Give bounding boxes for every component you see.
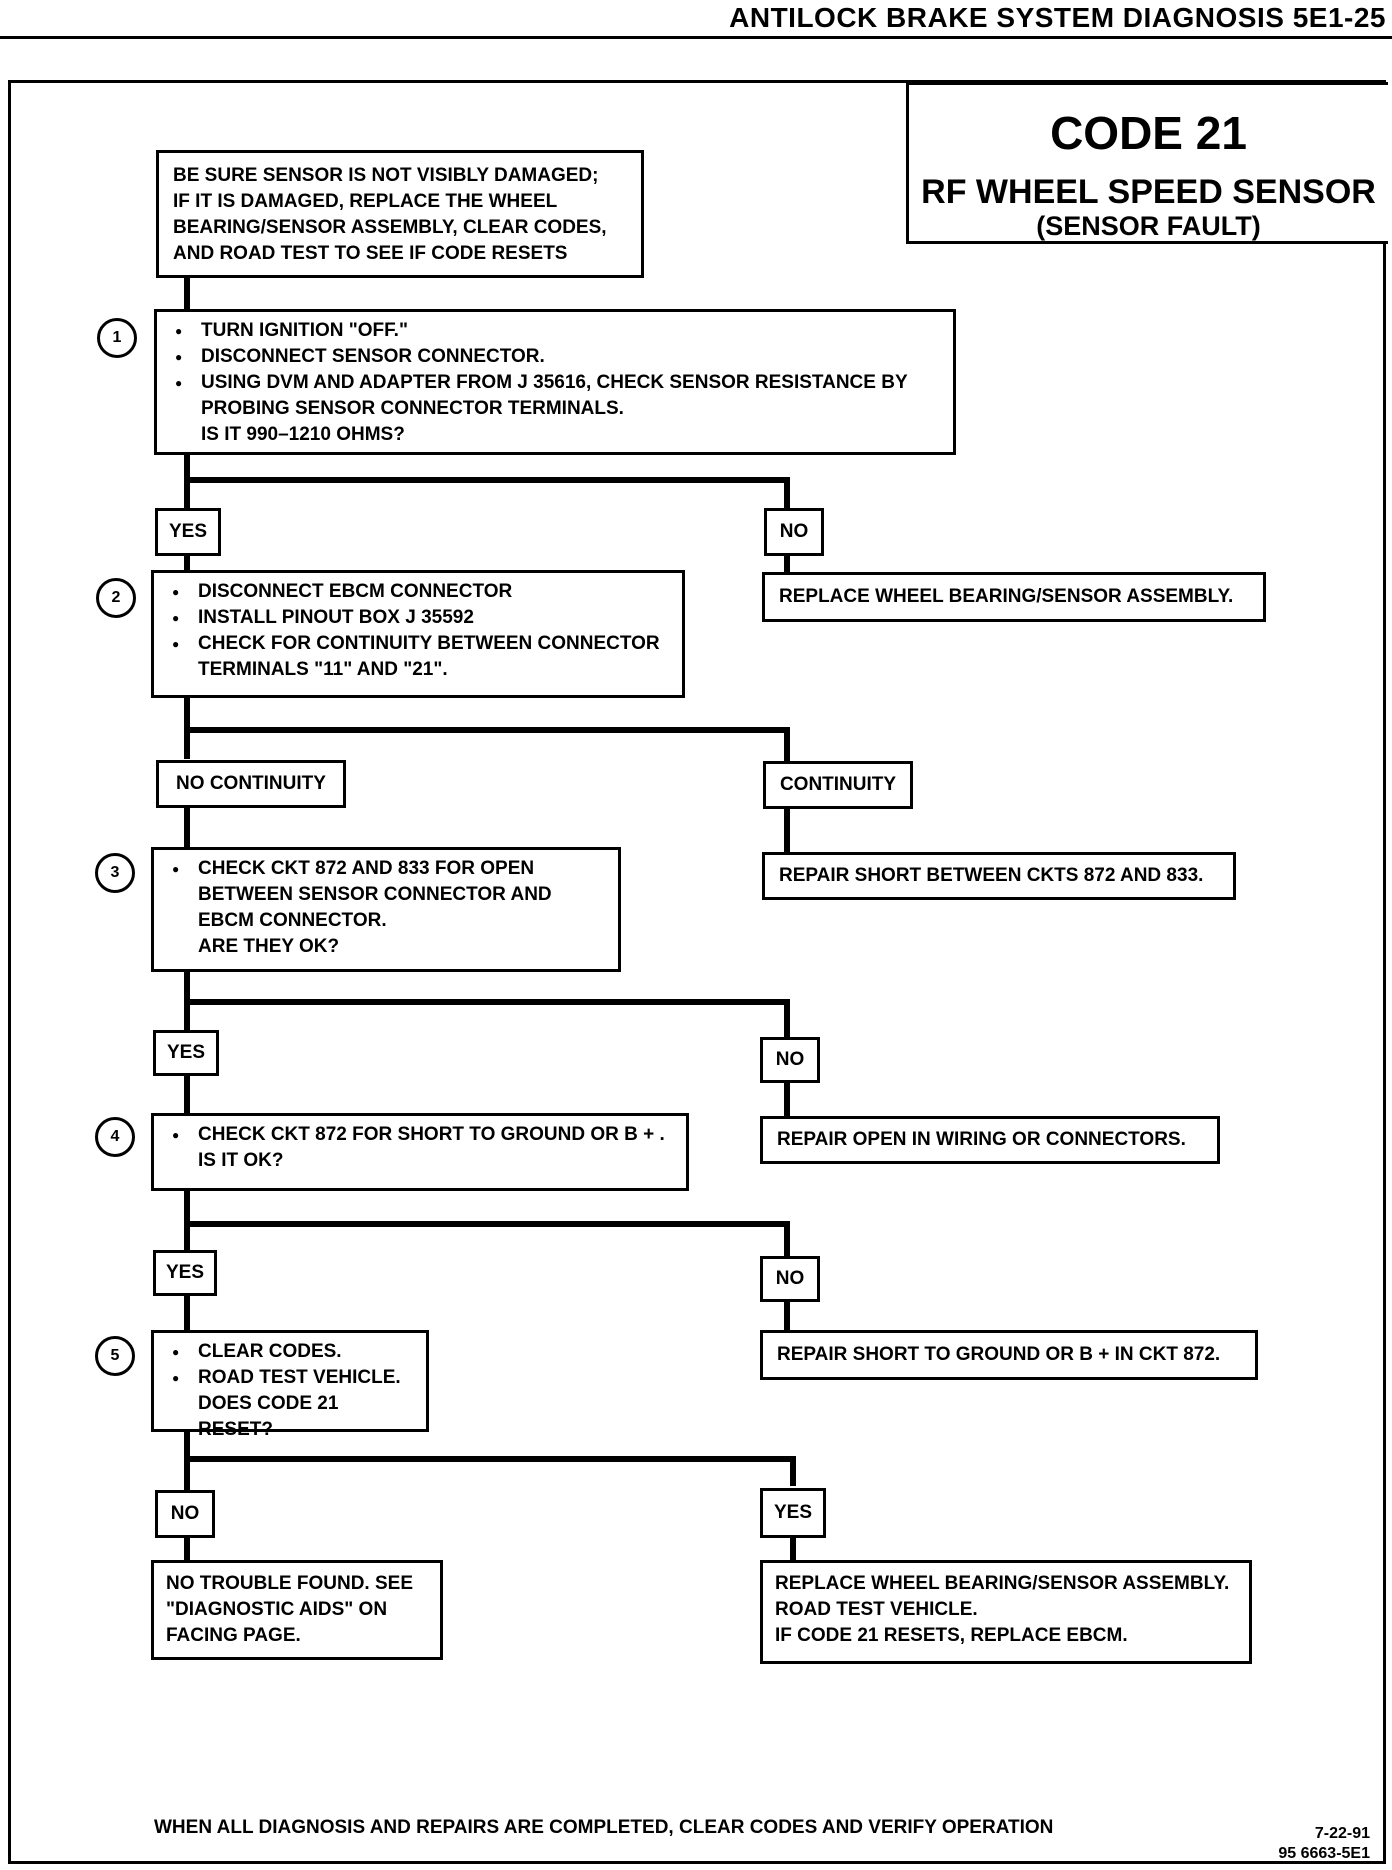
intro-line: BEARING/SENSOR ASSEMBLY, CLEAR CODES,	[173, 217, 607, 238]
connector	[184, 1070, 190, 1118]
step-4-marker: 4	[95, 1117, 135, 1157]
step-5-question: DOES CODE 21 RESET?	[198, 1393, 339, 1440]
connector	[184, 1535, 190, 1563]
action-line: "DIAGNOSTIC AIDS" ON	[166, 1599, 388, 1620]
action-repair-open: REPAIR OPEN IN WIRING OR CONNECTORS.	[760, 1116, 1220, 1164]
header-rule	[0, 36, 1392, 39]
action-line: FACING PAGE.	[166, 1625, 301, 1646]
step-1-bullet: TURN IGNITION "OFF."	[171, 318, 939, 344]
code-title: CODE 21	[1050, 107, 1247, 159]
step-2-no-continuity-label: NO CONTINUITY	[156, 760, 346, 808]
intro-line: AND ROAD TEST TO SEE IF CODE RESETS	[173, 243, 568, 264]
connector	[184, 1456, 796, 1462]
step-4-question: IS IT OK?	[198, 1150, 284, 1171]
step-4-box: CHECK CKT 872 FOR SHORT TO GROUND OR B +…	[151, 1113, 689, 1191]
sensor-title: RF WHEEL SPEED SENSOR	[921, 173, 1376, 211]
connector	[784, 555, 790, 587]
connector	[784, 808, 790, 852]
step-4-yes-label: YES	[153, 1250, 217, 1296]
step-2-bullet: CHECK FOR CONTINUITY BETWEEN CONNECTOR	[168, 631, 668, 657]
connector	[184, 1294, 190, 1334]
action-replace-bearing: REPLACE WHEEL BEARING/SENSOR ASSEMBLY.	[762, 572, 1266, 622]
connector	[784, 477, 790, 509]
footer-figure-number: 95 6663-5E1	[1278, 1845, 1370, 1862]
step-3-yes-label: YES	[153, 1030, 219, 1076]
step-5-marker: 5	[95, 1336, 135, 1376]
step-2-text: TERMINALS "11" AND "21".	[198, 659, 448, 680]
footer-date: 7-22-91	[1314, 1825, 1370, 1842]
step-1-text: PROBING SENSOR CONNECTOR TERMINALS.	[201, 398, 624, 419]
action-no-trouble: NO TROUBLE FOUND. SEE "DIAGNOSTIC AIDS" …	[151, 1560, 443, 1660]
step-1-bullet: DISCONNECT SENSOR CONNECTOR.	[171, 344, 939, 370]
intro-line: IF IT IS DAMAGED, REPLACE THE WHEEL	[173, 191, 558, 212]
step-3-no-label: NO	[760, 1037, 820, 1083]
action-replace-ebcm: REPLACE WHEEL BEARING/SENSOR ASSEMBLY. R…	[760, 1560, 1252, 1664]
fault-title: (SENSOR FAULT)	[1036, 211, 1261, 241]
page-header: ANTILOCK BRAKE SYSTEM DIAGNOSIS 5E1-25	[729, 2, 1386, 33]
intro-box: BE SURE SENSOR IS NOT VISIBLY DAMAGED; I…	[156, 150, 644, 278]
connector	[184, 1428, 190, 1498]
title-box: CODE 21 RF WHEEL SPEED SENSOR (SENSOR FA…	[906, 82, 1388, 244]
connector	[784, 1300, 790, 1330]
step-3-text: EBCM CONNECTOR.	[198, 910, 387, 931]
step-5-yes-label: YES	[760, 1488, 826, 1538]
action-line: REPLACE WHEEL BEARING/SENSOR ASSEMBLY.	[775, 1573, 1230, 1594]
step-5-box: CLEAR CODES. ROAD TEST VEHICLE. DOES COD…	[151, 1330, 429, 1440]
step-3-box: CHECK CKT 872 AND 833 FOR OPEN BETWEEN S…	[151, 847, 621, 972]
step-4-bullet: CHECK CKT 872 FOR SHORT TO GROUND OR B +…	[168, 1122, 672, 1148]
footer-note: WHEN ALL DIAGNOSIS AND REPAIRS ARE COMPL…	[154, 1817, 1054, 1838]
footer-ref: 7-22-91 95 6663-5E1	[1278, 1824, 1370, 1864]
step-1-bullet: USING DVM AND ADAPTER FROM J 35616, CHEC…	[171, 370, 939, 396]
step-1-yes-label: YES	[155, 508, 221, 556]
step-3-text: BETWEEN SENSOR CONNECTOR AND	[198, 884, 552, 905]
action-repair-short: REPAIR SHORT BETWEEN CKTS 872 AND 833.	[762, 852, 1236, 900]
connector	[784, 1221, 790, 1261]
step-2-continuity-label: CONTINUITY	[763, 761, 913, 809]
step-5-bullet: CLEAR CODES.	[168, 1339, 412, 1365]
connector	[790, 1456, 796, 1486]
connector	[184, 477, 790, 483]
action-line: IF CODE 21 RESETS, REPLACE EBCM.	[775, 1625, 1128, 1646]
connector	[784, 1078, 790, 1120]
chart-frame	[8, 80, 1386, 1864]
step-2-marker: 2	[96, 578, 136, 618]
step-4-no-label: NO	[760, 1256, 820, 1302]
step-1-marker: 1	[97, 318, 137, 358]
connector	[184, 727, 790, 733]
step-1-question: IS IT 990–1210 OHMS?	[201, 424, 405, 445]
connector	[184, 1221, 790, 1227]
action-line: ROAD TEST VEHICLE.	[775, 1599, 978, 1620]
connector	[790, 1535, 796, 1563]
action-line: NO TROUBLE FOUND. SEE	[166, 1573, 414, 1594]
step-3-bullet: CHECK CKT 872 AND 833 FOR OPEN	[168, 856, 604, 882]
step-3-marker: 3	[95, 853, 135, 893]
step-1-box: TURN IGNITION "OFF." DISCONNECT SENSOR C…	[154, 309, 956, 455]
connector	[784, 727, 790, 763]
step-2-bullet: DISCONNECT EBCM CONNECTOR	[168, 579, 668, 605]
step-3-question: ARE THEY OK?	[198, 936, 340, 957]
connector	[184, 999, 790, 1005]
intro-line: BE SURE SENSOR IS NOT VISIBLY DAMAGED;	[173, 165, 599, 186]
step-1-no-label: NO	[764, 508, 824, 556]
step-5-bullet: ROAD TEST VEHICLE.	[168, 1365, 412, 1391]
connector	[784, 999, 790, 1037]
step-2-bullet: INSTALL PINOUT BOX J 35592	[168, 605, 668, 631]
action-repair-ground: REPAIR SHORT TO GROUND OR B + IN CKT 872…	[760, 1330, 1258, 1380]
connector	[184, 275, 190, 313]
connector	[184, 806, 190, 850]
step-2-box: DISCONNECT EBCM CONNECTOR INSTALL PINOUT…	[151, 570, 685, 698]
step-5-no-label: NO	[155, 1490, 215, 1538]
